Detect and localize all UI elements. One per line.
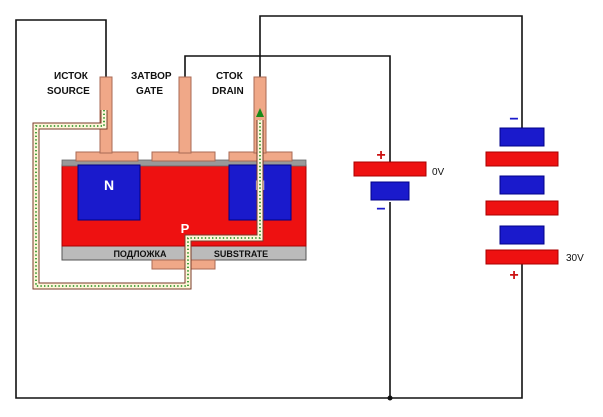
gate-label-ru: ЗАТВОР (131, 71, 172, 82)
drain-wire (259, 15, 523, 128)
drain-battery-voltage: 30V (566, 253, 584, 264)
drain-battery-minus-sign: − (509, 111, 518, 128)
substrate-label-ru: ПОДЛОЖКА (113, 249, 167, 259)
circuit-wires (15, 15, 523, 399)
drain-label-ru: СТОК (216, 71, 244, 82)
gate-lead (178, 76, 192, 154)
mosfet-structure: N N P ПОДЛОЖКА SUBSTRATE (61, 76, 307, 270)
gate-battery: + − 0V (353, 147, 445, 218)
drain-battery-cell-1-negative (499, 127, 545, 147)
gate-battery-minus-sign: − (376, 201, 385, 218)
source-label-en: SOURCE (47, 86, 90, 97)
drain-battery: − + 30V (485, 111, 584, 284)
current-direction-arrow (256, 108, 264, 117)
drain-battery-cell-3-positive (485, 249, 559, 265)
gate-battery-negative-plate (370, 181, 410, 201)
gate-battery-plus-sign: + (376, 147, 385, 164)
substrate-contact-pad (151, 259, 216, 270)
drain-battery-cell-2-positive (485, 200, 559, 216)
source-label-ru: ИСТОК (54, 71, 89, 82)
p-body-label: P (181, 221, 190, 236)
gate-battery-voltage: 0V (432, 167, 445, 178)
current-path (32, 108, 264, 290)
drain-battery-cell-1-positive (485, 151, 559, 167)
n-source-region (77, 164, 141, 221)
gate-wire (184, 55, 391, 162)
drain-battery-cell-2-negative (499, 175, 545, 195)
n-source-label: N (104, 177, 114, 193)
drain-battery-return-wire (390, 264, 523, 399)
current-path-dots (35, 110, 261, 287)
source-wire (15, 19, 390, 399)
drain-battery-plus-sign: + (509, 267, 518, 284)
substrate-layer (61, 245, 307, 261)
gate-label-en: GATE (136, 86, 163, 97)
drain-label-en: DRAIN (212, 86, 244, 97)
gate-battery-positive-plate (353, 161, 427, 177)
substrate-label-en: SUBSTRATE (214, 249, 268, 259)
drain-battery-cell-3-negative (499, 225, 545, 245)
ground-junction-dot (387, 395, 393, 401)
